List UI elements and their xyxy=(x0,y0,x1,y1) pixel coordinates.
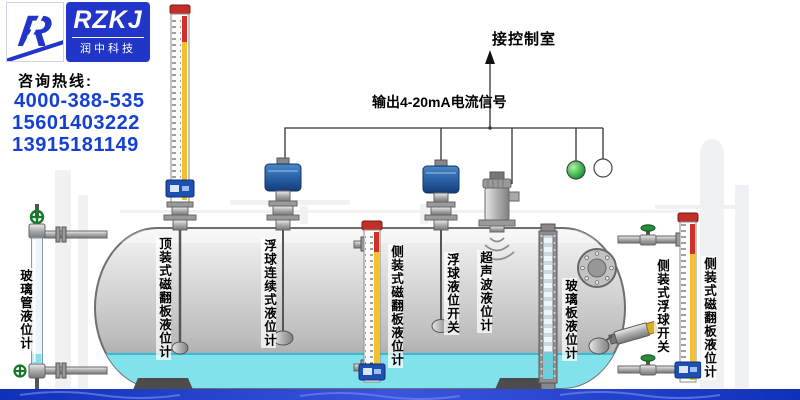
top-mounted-magnetic-gauge-graphic xyxy=(163,4,197,355)
glass-plate-gauge-graphic xyxy=(538,223,558,391)
valve-handwheel-icon xyxy=(13,364,27,378)
float-level-switch-graphic xyxy=(422,159,460,333)
control-room-arrow-icon xyxy=(485,50,495,64)
hotline-label: 咨询热线: xyxy=(18,73,93,90)
footer-bar xyxy=(0,389,800,400)
valve-icon xyxy=(639,354,657,376)
manway-icon xyxy=(577,248,617,288)
label-side-mounted-magnetic-gauge: 侧装式磁翻板液位计 xyxy=(388,244,403,368)
ultrasonic-gauge-graphic xyxy=(478,171,520,261)
label-glass-tube-gauge: 玻璃管液位计 xyxy=(17,268,32,351)
gauge-display xyxy=(165,179,195,198)
tank-saddle-support xyxy=(132,378,194,392)
brand-logo-icon: R xyxy=(6,2,64,62)
valve-icon xyxy=(639,224,657,246)
signal-output-label: 输出4-20mA电流信号 xyxy=(372,94,507,110)
valve-handwheel-icon xyxy=(29,209,45,225)
control-room-label: 接控制室 xyxy=(492,31,557,48)
label-float-continuous-gauge: 浮球连续式液位计 xyxy=(261,238,276,348)
brand-logo-box: RZKJ 润中科技 xyxy=(66,2,150,62)
label-glass-plate-gauge: 玻璃板液位计 xyxy=(562,278,577,361)
side-mounted-magnetic-gauge-graphic xyxy=(353,220,386,383)
side-mounted-magnetic-gauge2-graphic xyxy=(617,212,702,383)
glass-tube-gauge-graphic xyxy=(13,204,108,390)
phone-number-1: 4000-388-535 xyxy=(14,90,145,112)
wire-junction xyxy=(488,126,492,130)
phone-number-2: 15601403222 xyxy=(12,112,140,134)
label-ultrasonic-gauge: 超声波液位计 xyxy=(477,250,492,333)
brand-logo-text: RZKJ xyxy=(73,6,143,34)
brand-logo-subtext: 润中科技 xyxy=(72,37,144,56)
label-side-mounted-magnetic-gauge-2: 侧装式磁翻板液位计 xyxy=(701,256,716,380)
green-indicator-light xyxy=(566,160,586,180)
label-side-mounted-float-switch: 侧装式浮球开关 xyxy=(654,258,669,355)
brand-logo: R RZKJ 润中科技 xyxy=(6,2,150,62)
label-float-level-switch: 浮球液位开关 xyxy=(444,252,459,335)
label-top-mounted-magnetic-gauge: 顶装式磁翻板液位计 xyxy=(156,236,171,360)
float-continuous-gauge-graphic xyxy=(264,157,302,346)
phone-number-3: 13915181149 xyxy=(12,134,139,156)
white-indicator-light xyxy=(593,158,613,178)
